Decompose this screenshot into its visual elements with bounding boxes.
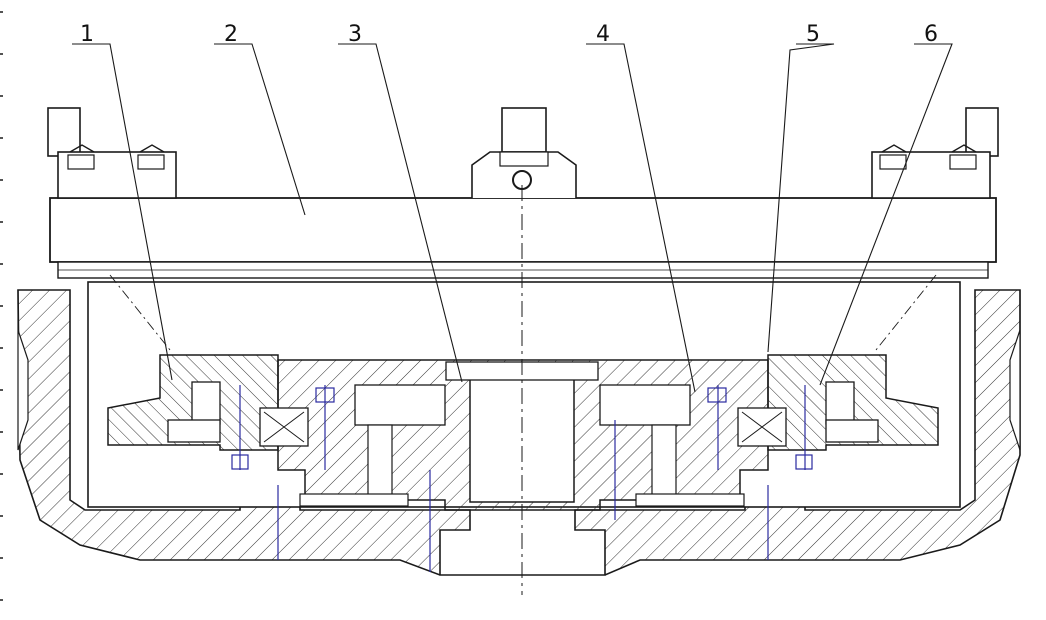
callout-5: 5 xyxy=(806,22,820,47)
top-plate xyxy=(47,107,999,279)
central-hub xyxy=(259,359,787,511)
callout-leaders xyxy=(72,43,953,393)
callout-1: 1 xyxy=(80,22,94,47)
callout-4: 4 xyxy=(596,22,610,47)
callout-2: 2 xyxy=(224,22,238,47)
callout-6: 6 xyxy=(924,22,938,47)
right-ring xyxy=(767,274,939,451)
bolts xyxy=(231,385,813,572)
left-edge-ticks xyxy=(0,11,3,601)
callout-3: 3 xyxy=(348,22,362,47)
